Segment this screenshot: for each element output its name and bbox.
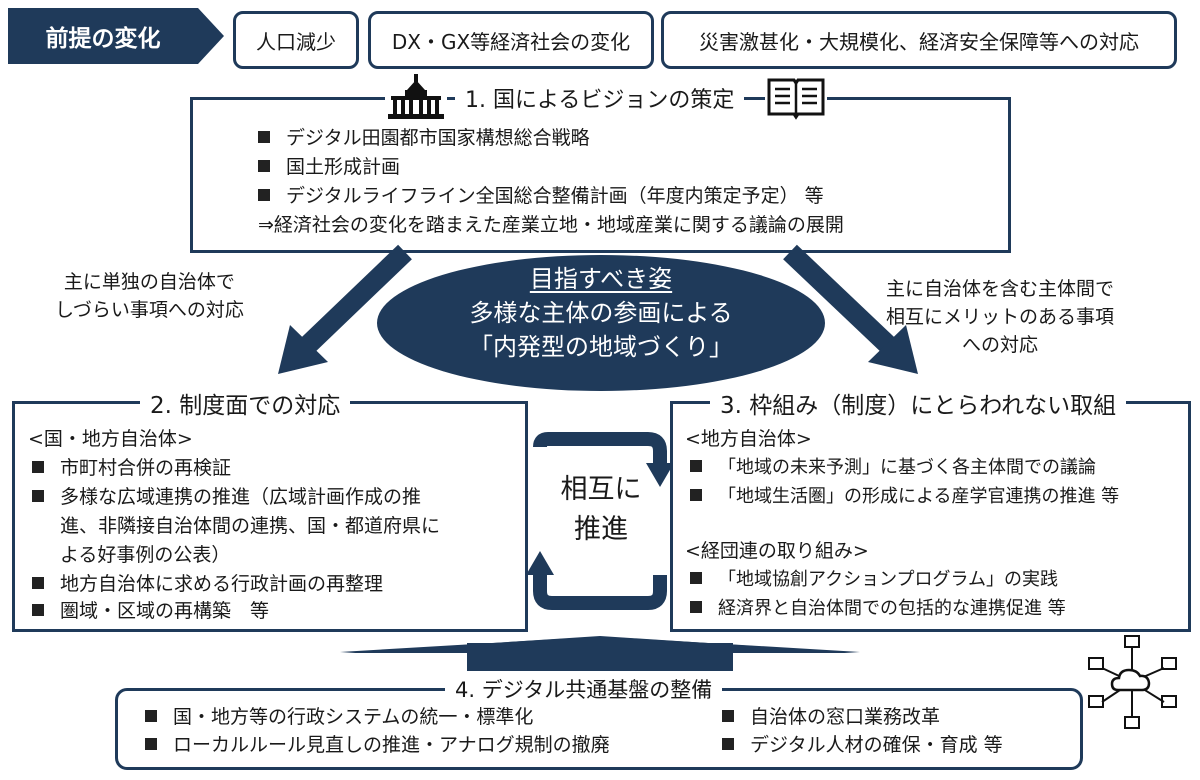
section2-box (12, 401, 528, 632)
bullet-square-icon (690, 460, 702, 472)
goal-text: 目指すべき姿 多様な主体の参画による 「内発型の地域づくり」 (375, 262, 827, 364)
premise-chevron (8, 8, 224, 64)
center-line2: 推進 (574, 514, 628, 545)
section3-group1-item-1: 「地域の未来予測」に基づく各主体間での議論 (690, 454, 1096, 482)
section4-title: 4. デジタル共通基盤の整備 (445, 674, 723, 704)
bullet-square-icon (32, 460, 44, 473)
side-note-right: 主に自治体を含む主体間で 相互にメリットのある事項 への対応 (886, 275, 1114, 359)
side-note-right-line: 主に自治体を含む主体間で (886, 278, 1115, 300)
section1-bullet-text: デジタルライフライン全国総合整備計画（年度内策定予定） 等 (286, 185, 824, 207)
bullet-square-icon (258, 159, 270, 172)
section2-item-text: 市町村合併の再検証 (60, 457, 232, 479)
section1-bullet-text: 国土形成計画 (286, 156, 401, 178)
section1-title: 1. 国によるビジョンの策定 (455, 82, 745, 114)
side-note-left: 主に単独の自治体で しづらい事項への対応 (55, 268, 244, 324)
section3-item-text: 「地域生活圏」の形成による産学官連携の推進 等 (718, 486, 1120, 507)
section1-bullet-2: 国土形成計画 (258, 153, 400, 181)
section4-item-text: ローカルルール見直しの推進・アナログ規制の撤廃 (173, 734, 610, 756)
section3-group2-item-2: 経済界と自治体間での包括的な連携促進 等 (690, 595, 1066, 623)
section3-item-text: 「地域の未来予測」に基づく各主体間での議論 (718, 457, 1096, 478)
section4-item-4: デジタル人材の確保・育成 等 (722, 731, 1003, 759)
bullet-square-icon (145, 709, 157, 722)
side-note-right-line: 相互にメリットのある事項 (886, 306, 1115, 328)
section3-box (670, 401, 1191, 632)
section4-item-1: 国・地方等の行政システムの統一・標準化 (145, 703, 533, 731)
bullet-square-icon (722, 737, 734, 750)
bullet-square-icon (690, 601, 702, 613)
bullet-square-icon (690, 489, 702, 501)
section1-bullet-1: デジタル田園都市国家構想総合戦略 (258, 124, 590, 152)
side-note-left-line: 主に単独の自治体で (63, 271, 235, 293)
goal-ellipse (377, 255, 825, 391)
side-note-left-line: しづらい事項への対応 (55, 299, 244, 321)
section4-item-2: ローカルルール見直しの推進・アナログ規制の撤廃 (145, 731, 610, 759)
section2-title: 2. 制度面での対応 (140, 386, 351, 420)
section2-item-2-cont: よる好事例の公表） (60, 544, 231, 566)
section3-group2-heading: <経団連の取り組み> (685, 540, 869, 562)
network-cloud-icon (1088, 635, 1177, 729)
section1-note: ⇒経済社会の変化を踏まえた産業立地・地域産業に関する議論の展開 (258, 214, 844, 236)
bullet-square-icon (32, 576, 44, 589)
premise-item-dx-gx: DX・GX等経済社会の変化 (368, 11, 654, 69)
goal-line2: 「内発型の地域づくり」 (469, 333, 733, 361)
bullet-square-icon (258, 130, 270, 143)
section1-box (190, 97, 1011, 253)
section3-group1-item-2: 「地域生活圏」の形成による産学官連携の推進 等 (690, 483, 1119, 511)
bullet-square-icon (32, 603, 44, 616)
premise-label: 前提の変化 (45, 26, 161, 52)
section2-item-text: 地方自治体に求める行政計画の再整理 (60, 573, 384, 595)
section2-item-text: 多様な広域連携の推進（広域計画作成の推 (60, 486, 422, 508)
section4-item-text: 国・地方等の行政システムの統一・標準化 (173, 706, 534, 728)
bullet-square-icon (32, 489, 44, 502)
side-note-right-line: への対応 (962, 334, 1039, 356)
premise-item-disaster: 災害激甚化・大規模化、経済安全保障等への対応 (661, 11, 1177, 69)
cycle-arrows-icon (526, 432, 674, 610)
section3-item-text: 経済界と自治体間での包括的な連携促進 等 (718, 598, 1066, 619)
parliament-icon (385, 72, 447, 122)
section2-item-text: 圏域・区域の再構築 等 (60, 600, 270, 622)
section1-bullet-text: デジタル田園都市国家構想総合戦略 (286, 127, 590, 149)
bullet-square-icon (722, 709, 734, 722)
section1-bullet-3: デジタルライフライン全国総合整備計画（年度内策定予定） 等 (258, 182, 824, 210)
bullet-square-icon (258, 188, 270, 201)
section2-item-1: 市町村合併の再検証 (32, 454, 231, 482)
section3-group1-heading: <地方自治体> (685, 428, 812, 450)
section4-item-3: 自治体の窓口業務改革 (722, 703, 940, 731)
section2-item-2-cont: 進、非隣接自治体間の連携、国・都道府県に (60, 515, 441, 537)
section3-item-text: 「地域協創アクションプログラム」の実践 (718, 569, 1059, 590)
center-text: 相互に 推進 (545, 470, 657, 550)
goal-heading: 目指すべき姿 (529, 265, 673, 293)
goal-line1: 多様な主体の参画による (469, 299, 733, 327)
section2-item-3: 地方自治体に求める行政計画の再整理 (32, 570, 383, 598)
section2-item-4: 圏域・区域の再構築 等 (32, 597, 269, 625)
bullet-square-icon (145, 737, 157, 750)
book-icon (765, 74, 827, 120)
section2-subheading: <国・地方自治体> (28, 428, 193, 450)
section4-item-text: 自治体の窓口業務改革 (750, 706, 941, 728)
premise-item-population: 人口減少 (233, 11, 359, 69)
section2-item-2: 多様な広域連携の推進（広域計画作成の推 (32, 483, 421, 511)
bullet-square-icon (690, 572, 702, 584)
section3-title: 3. 枠組み（制度）にとらわれない取組 (710, 386, 1127, 420)
center-line1: 相互に (560, 474, 642, 505)
section3-group2-item-1: 「地域協創アクションプログラム」の実践 (690, 566, 1058, 594)
section4-item-text: デジタル人材の確保・育成 等 (750, 734, 1003, 756)
